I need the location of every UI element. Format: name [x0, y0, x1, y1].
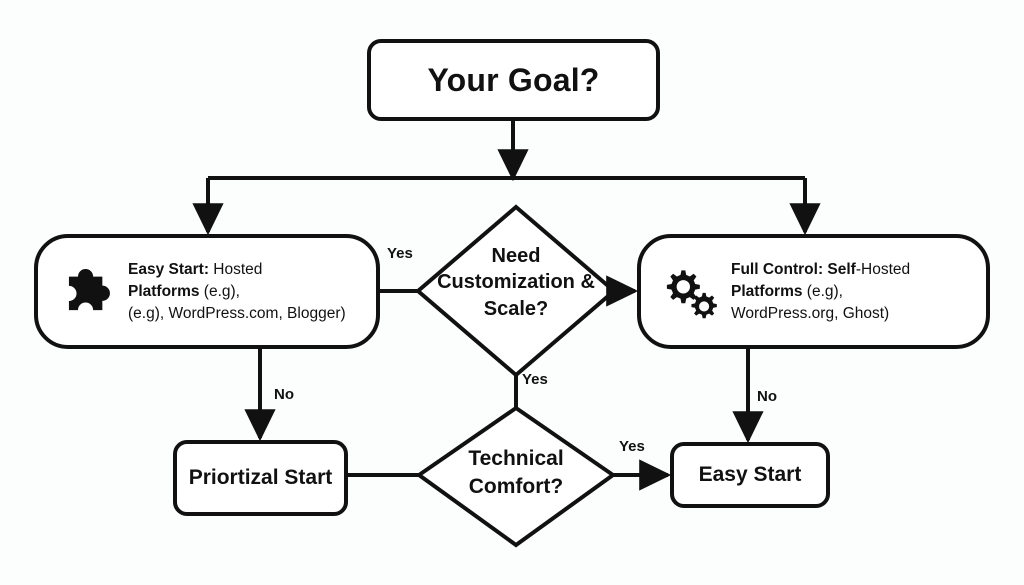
- node-easy-start-hosted-text: Easy Start: Hosted Platforms (e.g), (e.g…: [128, 259, 346, 325]
- node-full-control-text: Full Control: Self-Hosted Platforms (e.g…: [731, 259, 910, 325]
- easy-hosted-line3: (e.g), WordPress.com, Blogger): [128, 304, 346, 322]
- puzzle-piece-icon: [56, 263, 118, 321]
- easy-hosted-line1-bold: Easy Start:: [128, 260, 209, 278]
- full-control-line3: WordPress.org, Ghost): [731, 304, 890, 322]
- edge-label-no-left-down: No: [274, 386, 294, 403]
- node-need-customization-label: Need Customization & Scale?: [437, 245, 595, 320]
- gears-icon: [659, 263, 721, 321]
- full-control-line2-bold: Platforms: [731, 282, 803, 300]
- edge-label-yes-to-easy-start: Yes: [619, 438, 645, 455]
- diamond-need-customization-shape: [414, 204, 618, 378]
- node-priortizal-start-label: Priortizal Start: [188, 466, 333, 489]
- easy-hosted-line1-rest: Hosted: [208, 260, 263, 278]
- edge-label-yes-to-easy-hosted: Yes: [387, 245, 413, 262]
- easy-hosted-line2-bold: Platforms: [128, 282, 200, 300]
- node-priortizal-start[interactable]: Priortizal Start: [173, 440, 348, 516]
- node-easy-start[interactable]: Easy Start: [670, 442, 830, 508]
- node-easy-start-hosted[interactable]: Easy Start: Hosted Platforms (e.g), (e.g…: [34, 234, 380, 349]
- node-technical-comfort-label: Technical Comfort?: [468, 447, 564, 499]
- node-full-control-selfhosted[interactable]: Full Control: Self-Hosted Platforms (e.g…: [637, 234, 990, 349]
- edge-label-no-right-down: No: [757, 388, 777, 405]
- full-control-line1-rest: -Hosted: [855, 260, 911, 278]
- full-control-line1-bold: Full Control: Self: [731, 260, 856, 278]
- easy-hosted-line2-rest: (e.g),: [199, 282, 240, 300]
- node-easy-start-label: Easy Start: [698, 463, 802, 486]
- edge-label-yes-between-diamonds: Yes: [522, 371, 548, 388]
- node-your-goal[interactable]: Your Goal?: [367, 39, 660, 121]
- diamond-technical-comfort-shape: [415, 405, 617, 548]
- node-your-goal-label: Your Goal?: [427, 61, 600, 98]
- full-control-line2-rest: (e.g),: [802, 282, 843, 300]
